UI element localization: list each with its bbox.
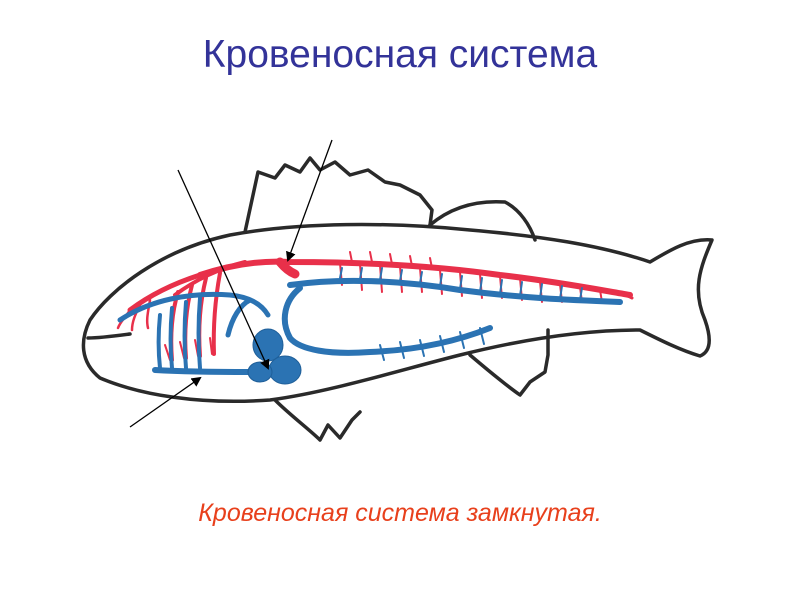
slide-title: Кровеносная система [202,33,598,76]
slide-caption: Кровеносная система замкнутая. [198,499,602,527]
pointer-arrow-dorsal-aorta [286,139,333,262]
fish-circulation-diagram [0,120,800,460]
pointer-arrow-ventral-vessel [129,376,202,428]
fish-outline [81,156,714,442]
pointer-arrow-heart [177,169,270,370]
pointer-arrows [129,139,333,428]
venous-vessels [117,267,623,375]
arterial-vessels [116,251,634,362]
